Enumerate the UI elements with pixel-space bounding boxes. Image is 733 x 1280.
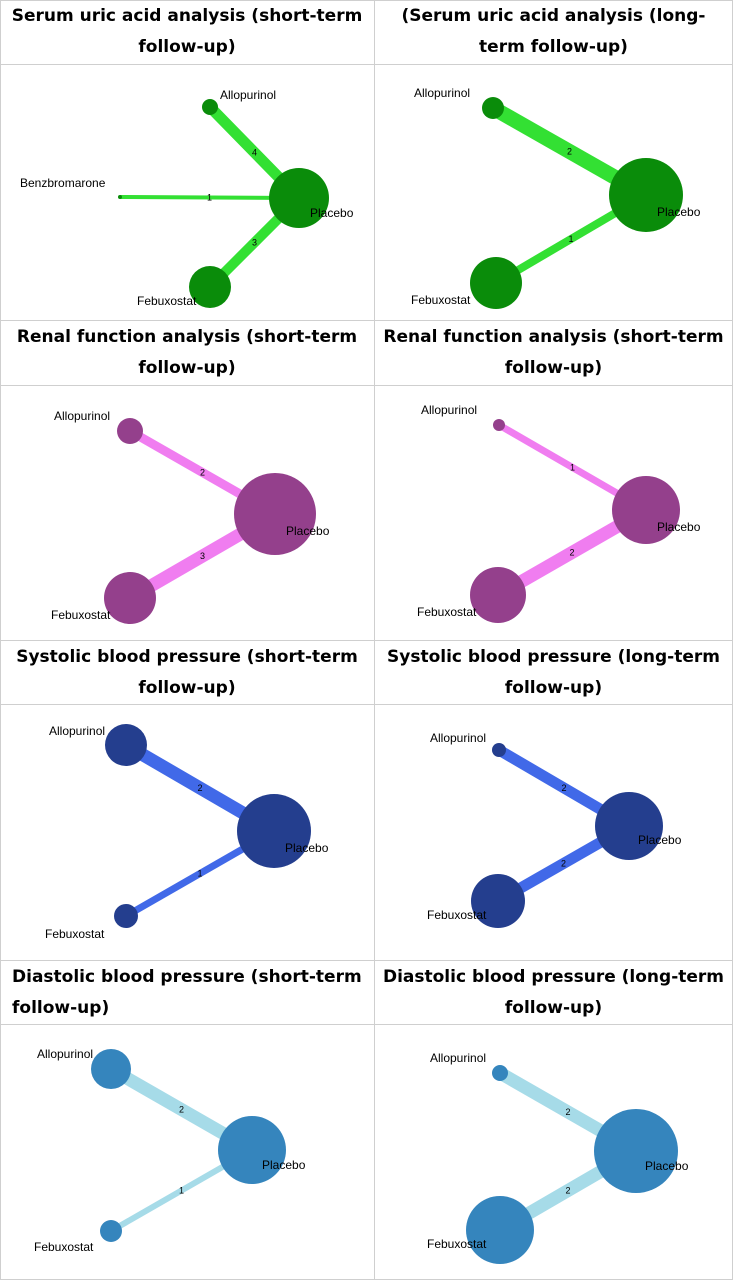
treatment-label-placebo: Placebo xyxy=(286,524,330,538)
treatment-label-allopurinol: Allopurinol xyxy=(49,724,105,738)
treatment-label-febuxostat: Febuxostat xyxy=(427,908,487,922)
panel-title: Serum uric acid analysis (short-term fol… xyxy=(0,0,375,65)
treatment-label-febuxostat: Febuxostat xyxy=(427,1237,487,1251)
treatment-label-placebo: Placebo xyxy=(657,205,701,219)
panel-title: Renal function analysis (short-term foll… xyxy=(375,321,733,386)
treatment-node-placebo xyxy=(269,168,329,228)
edge-study-count: 2 xyxy=(561,783,566,793)
treatment-node-placebo xyxy=(218,1116,286,1184)
treatment-node-allopurinol xyxy=(492,743,506,757)
panel-title: Renal function analysis (short-term foll… xyxy=(0,321,375,386)
treatment-node-allopurinol xyxy=(482,97,504,119)
edge-study-count: 4 xyxy=(252,148,257,158)
treatment-label-placebo: Placebo xyxy=(638,833,682,847)
edge-study-count: 2 xyxy=(197,783,202,793)
treatment-node-benzbromarone xyxy=(118,195,122,199)
panel-title: Systolic blood pressure (short-term foll… xyxy=(0,641,375,705)
treatment-label-placebo: Placebo xyxy=(645,1159,689,1173)
treatment-node-allopurinol xyxy=(493,419,505,431)
edge-study-count: 1 xyxy=(179,1186,184,1196)
treatment-label-benzbromarone: Benzbromarone xyxy=(20,176,106,190)
treatment-label-allopurinol: Allopurinol xyxy=(54,409,110,423)
treatment-label-allopurinol: Allopurinol xyxy=(430,731,486,745)
edge-study-count: 2 xyxy=(200,468,205,478)
treatment-node-allopurinol xyxy=(105,724,147,766)
treatment-node-allopurinol xyxy=(117,418,143,444)
treatment-label-allopurinol: Allopurinol xyxy=(414,86,470,100)
treatment-node-febuxostat xyxy=(470,257,522,309)
network-graph: 4 1 3 AllopurinolBenzbromaronePlaceboFebuxo… xyxy=(20,88,354,308)
treatment-label-allopurinol: Allopurinol xyxy=(421,403,477,417)
treatment-node-febuxostat xyxy=(100,1220,122,1242)
panel-title: (Serum uric acid analysis (long-term fol… xyxy=(375,0,733,65)
treatment-node-febuxostat xyxy=(470,567,526,623)
treatment-node-placebo xyxy=(237,794,311,868)
treatment-label-febuxostat: Febuxostat xyxy=(411,293,471,307)
treatment-label-febuxostat: Febuxostat xyxy=(45,927,105,941)
treatment-label-febuxostat: Febuxostat xyxy=(34,1240,94,1254)
treatment-node-febuxostat xyxy=(189,266,231,308)
panel-title: Diastolic blood pressure (long-term foll… xyxy=(375,961,733,1025)
edge-study-count: 3 xyxy=(200,551,205,561)
treatment-label-febuxostat: Febuxostat xyxy=(51,608,111,622)
treatment-label-allopurinol: Allopurinol xyxy=(430,1051,486,1065)
panel-title: Diastolic blood pressure (short-term fol… xyxy=(0,961,375,1025)
edge-study-count: 1 xyxy=(570,463,575,473)
treatment-node-placebo xyxy=(234,473,316,555)
edge-study-count: 2 xyxy=(565,1107,570,1117)
treatment-label-placebo: Placebo xyxy=(310,206,354,220)
edge-study-count: 2 xyxy=(561,859,566,869)
treatment-label-allopurinol: Allopurinol xyxy=(37,1047,93,1061)
edge-study-count: 3 xyxy=(252,238,257,248)
treatment-node-febuxostat xyxy=(114,904,138,928)
edge-study-count: 2 xyxy=(179,1105,184,1115)
treatment-label-placebo: Placebo xyxy=(657,520,701,534)
edge-study-count: 2 xyxy=(567,147,572,157)
edge-study-count: 1 xyxy=(207,193,212,203)
treatment-label-placebo: Placebo xyxy=(285,841,329,855)
treatment-node-placebo xyxy=(595,792,663,860)
edge-study-count: 1 xyxy=(197,869,202,879)
treatment-node-febuxostat xyxy=(471,874,525,928)
panel-title: Systolic blood pressure (long-term follo… xyxy=(375,641,733,705)
treatment-label-allopurinol: Allopurinol xyxy=(220,88,276,102)
treatment-node-allopurinol xyxy=(91,1049,131,1089)
treatment-label-placebo: Placebo xyxy=(262,1158,306,1172)
treatment-node-allopurinol xyxy=(492,1065,508,1081)
treatment-node-allopurinol xyxy=(202,99,218,115)
treatment-label-febuxostat: Febuxostat xyxy=(137,294,197,308)
treatment-node-febuxostat xyxy=(104,572,156,624)
treatment-node-placebo xyxy=(612,476,680,544)
treatment-label-febuxostat: Febuxostat xyxy=(417,605,477,619)
treatment-node-placebo xyxy=(609,158,683,232)
edge-study-count: 1 xyxy=(568,234,573,244)
edge-study-count: 2 xyxy=(565,1186,570,1196)
edge-study-count: 2 xyxy=(569,548,574,558)
treatment-node-placebo xyxy=(594,1109,678,1193)
treatment-node-febuxostat xyxy=(466,1196,534,1264)
